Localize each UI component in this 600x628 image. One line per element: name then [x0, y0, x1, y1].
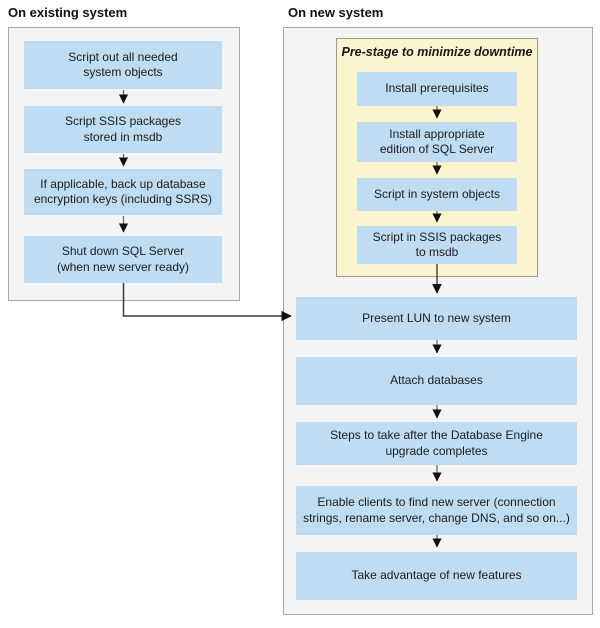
prestage-title: Pre-stage to minimize downtime [341, 45, 533, 59]
step-script-in-ssis-packages: Script in SSIS packages to msdb [357, 226, 517, 264]
step-install-prerequisites: Install prerequisites [357, 72, 517, 106]
step-shutdown-sql-server: Shut down SQL Server (when new server re… [24, 236, 222, 283]
new-system-panel: Pre-stage to minimize downtime Install p… [283, 27, 593, 615]
step-post-upgrade-steps: Steps to take after the Database Engine … [296, 422, 577, 465]
step-backup-encryption-keys: If applicable, back up database encrypti… [24, 169, 222, 215]
new-system-column-title: On new system [288, 5, 384, 20]
step-script-out-system-objects: Script out all needed system objects [24, 41, 222, 89]
step-attach-databases: Attach databases [296, 357, 577, 405]
step-enable-clients-find-server: Enable clients to find new server (conne… [296, 486, 577, 535]
existing-system-column-title: On existing system [8, 5, 128, 20]
step-script-in-system-objects: Script in system objects [357, 178, 517, 211]
existing-system-panel: Script out all needed system objects Scr… [8, 27, 240, 301]
step-present-lun: Present LUN to new system [296, 297, 577, 340]
step-script-ssis-packages: Script SSIS packages stored in msdb [24, 106, 222, 153]
step-take-advantage-new-features: Take advantage of new features [296, 552, 577, 600]
prestage-group: Pre-stage to minimize downtime Install p… [336, 38, 538, 277]
step-install-sql-server-edition: Install appropriate edition of SQL Serve… [357, 122, 517, 162]
